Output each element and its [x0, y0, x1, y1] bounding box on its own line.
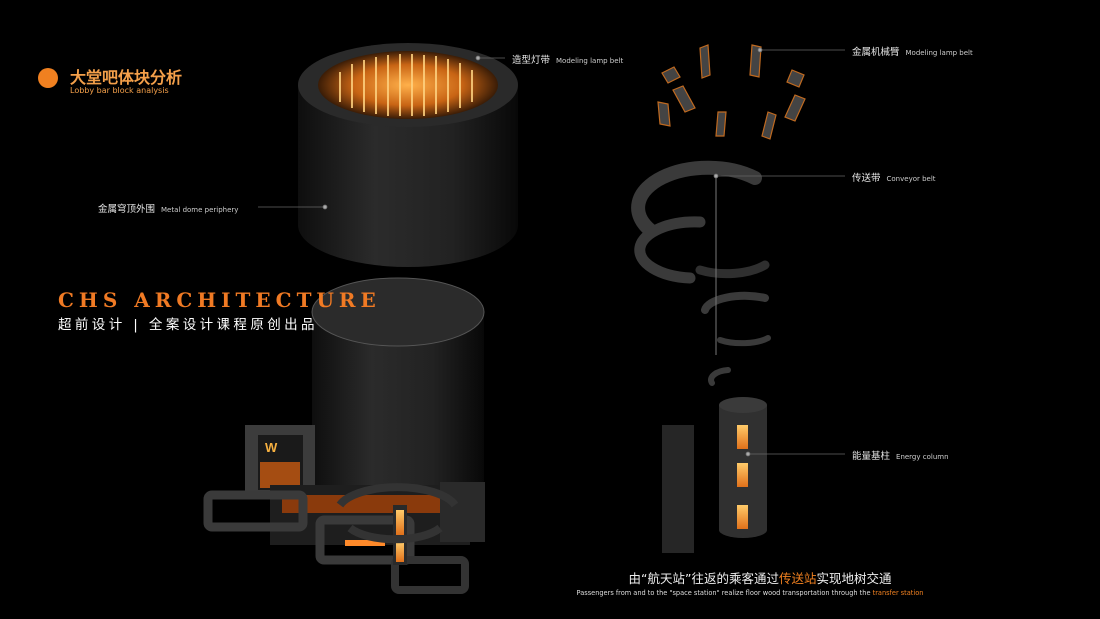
- upper-cylinder: [298, 43, 518, 267]
- label-mechanical-arm-cn: 金属机械臂: [852, 47, 900, 58]
- lower-cylinder: [311, 277, 485, 514]
- base-scene: W: [203, 425, 485, 594]
- mechanical-arms: [657, 44, 806, 140]
- label-lamp-belt: 造型灯带 Modeling lamp belt: [512, 52, 623, 66]
- caption-cn-before: 由“航天站”往返的乘客通过: [628, 571, 779, 586]
- label-conveyor-en: Conveyor belt: [886, 175, 936, 183]
- heading-bullet-dot: [38, 68, 58, 88]
- label-energy-column-cn: 能量基柱: [852, 451, 891, 462]
- sign-letter: W: [265, 440, 278, 455]
- label-energy-column: 能量基柱 Energy column: [852, 448, 949, 462]
- caption-cn: 由“航天站”往返的乘客通过传送站实现地树交通: [560, 568, 960, 587]
- label-lamp-belt-en: Modeling lamp belt: [556, 57, 624, 65]
- label-metal-dome-en: Metal dome periphery: [161, 206, 239, 214]
- brand-name: CHS ARCHITECTURE: [58, 288, 381, 312]
- label-metal-dome: 金属穹顶外围 Metal dome periphery: [98, 201, 238, 215]
- caption-en: Passengers from and to the "space statio…: [520, 589, 980, 597]
- label-lamp-belt-cn: 造型灯带: [512, 55, 551, 66]
- heading-title: 大堂吧体块分析: [70, 68, 183, 87]
- energy-column: [662, 397, 767, 553]
- caption-en-before: Passengers from and to the "space statio…: [576, 589, 871, 597]
- label-mechanical-arm: 金属机械臂 Modeling lamp belt: [852, 44, 973, 58]
- label-conveyor: 传送带 Conveyor belt: [852, 170, 936, 184]
- caption-cn-highlight: 传送站: [778, 571, 817, 586]
- caption-cn-after: 实现地树交通: [816, 571, 892, 586]
- label-conveyor-cn: 传送带: [852, 173, 881, 184]
- callout-leaders: [258, 47, 845, 457]
- brand-tagline: 超前设计 | 全案设计课程原创出品: [58, 317, 318, 333]
- heading-subtitle: Lobby bar block analysis: [70, 86, 169, 95]
- label-energy-column-en: Energy column: [896, 453, 949, 461]
- caption-en-highlight: transfer station: [872, 589, 924, 597]
- label-mechanical-arm-en: Modeling lamp belt: [905, 49, 973, 57]
- label-metal-dome-cn: 金属穹顶外围: [98, 204, 156, 215]
- conveyor-belt-arcs: [631, 160, 771, 386]
